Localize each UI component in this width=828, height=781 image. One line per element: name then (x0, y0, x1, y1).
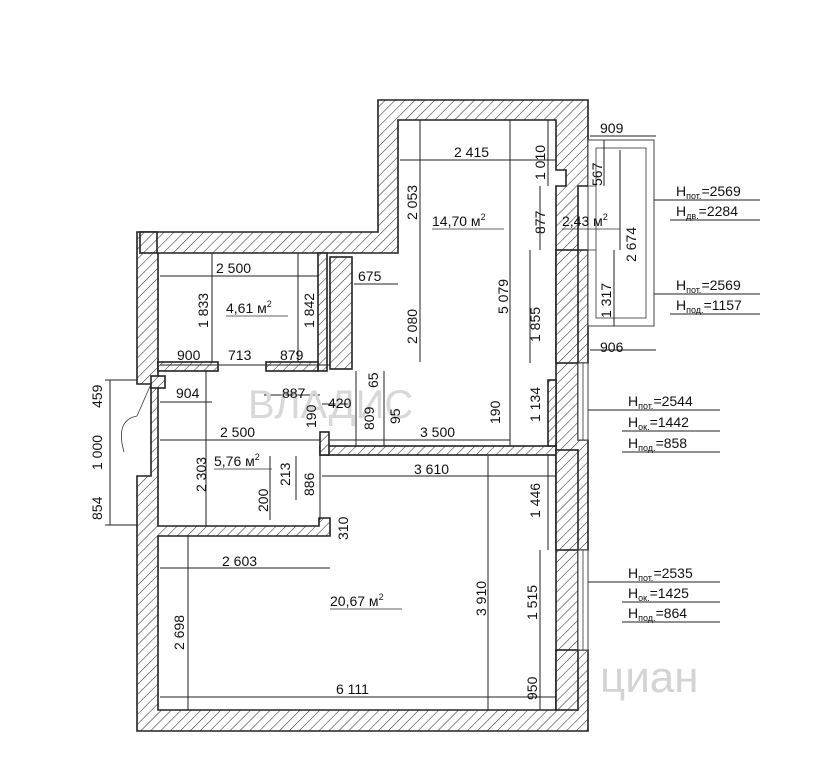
dim-1000: 1 000 (89, 435, 105, 470)
room-1-area: 14,70 м2 (432, 212, 486, 229)
bathroom-wall-bottom (157, 361, 219, 372)
dim-213: 213 (277, 462, 293, 486)
dim-2080: 2 080 (404, 309, 420, 344)
dim-1010: 1 010 (532, 145, 548, 180)
logo-watermark: ВЛАДИС (248, 383, 413, 427)
balcony-wall-1 (555, 249, 579, 364)
entrance-door-swing (121, 415, 138, 453)
dim-900: 900 (177, 347, 201, 363)
balcony-wall-3 (555, 649, 579, 711)
dim-879: 879 (280, 347, 304, 363)
partition-stub (319, 431, 330, 456)
dim-2674: 2 674 (623, 227, 639, 262)
svg-text:Нок.=1442: Нок.=1442 (628, 414, 689, 432)
height-note-2: Нпот.=2569 Нпод.=1157 (676, 277, 742, 315)
svg-text:Нок.=1425: Нок.=1425 (628, 585, 689, 603)
dim-2698: 2 698 (171, 615, 187, 650)
partition-room1-right (547, 379, 557, 447)
dim-5079: 5 079 (495, 279, 511, 314)
svg-text:Нпод.=858: Нпод.=858 (628, 435, 687, 453)
dim-854: 854 (89, 496, 105, 520)
dim-420: 420 (328, 395, 352, 411)
dim-200: 200 (255, 488, 271, 512)
height-note-1: Нпот.=2569 Ндв.=2284 (676, 183, 741, 221)
dim-950: 950 (524, 676, 540, 700)
dim-877: 877 (532, 210, 548, 234)
height-note-3: Нпот.=2544 Нок.=1442 Нпод.=858 (628, 393, 693, 453)
dim-1317: 1 317 (598, 283, 614, 318)
dim-190b: 190 (487, 400, 503, 424)
dim-310: 310 (335, 516, 351, 540)
cian-watermark: циан (600, 653, 699, 702)
dim-886: 886 (301, 472, 317, 496)
dim-1446: 1 446 (527, 483, 543, 518)
dim-1833: 1 833 (195, 293, 211, 328)
note-leaders (588, 199, 760, 623)
dim-1842: 1 842 (301, 293, 317, 328)
svg-text:Нпод.=864: Нпод.=864 (628, 605, 687, 623)
dim-909: 909 (600, 120, 624, 136)
svg-text:Нпот.=2535: Нпот.=2535 (628, 565, 693, 583)
hall-area: 5,76 м2 (214, 452, 260, 469)
room-3-area: 20,67 м2 (330, 592, 384, 609)
dim-2603: 2 603 (222, 553, 257, 569)
dim-2500-mid: 2 500 (220, 424, 255, 440)
dim-887: 887 (282, 385, 306, 401)
svg-text:Нпот.=2569: Нпот.=2569 (676, 277, 741, 295)
bathroom-wall-right (317, 252, 328, 372)
room-2-area: 4,61 м2 (226, 299, 272, 316)
dim-2303: 2 303 (193, 457, 209, 492)
hall-wall-bottom-left (150, 375, 166, 389)
dim-3610: 3 610 (414, 461, 449, 477)
svg-text:Ндв.=2284: Ндв.=2284 (676, 203, 738, 221)
bathroom-wall-bottom-2 (265, 361, 319, 372)
dim-2415: 2 415 (454, 144, 489, 160)
dim-1134: 1 134 (527, 387, 543, 422)
dim-809: 809 (361, 406, 377, 430)
dim-675: 675 (358, 268, 382, 284)
dim-1515: 1 515 (524, 585, 540, 620)
svg-text:Нпот.=2544: Нпот.=2544 (628, 393, 693, 411)
balcony-outline (587, 139, 655, 327)
dim-190a: 190 (303, 404, 319, 428)
dim-567: 567 (589, 162, 605, 186)
svg-text:Нпот.=2569: Нпот.=2569 (676, 183, 741, 201)
partition-hall-room (319, 445, 557, 456)
dim-2053: 2 053 (404, 185, 420, 220)
dim-1855: 1 855 (527, 307, 543, 342)
dimension-lines (105, 120, 656, 710)
dim-3500: 3 500 (420, 424, 455, 440)
dim-904: 904 (176, 385, 200, 401)
dim-906: 906 (600, 339, 624, 355)
corridor-wall-top (139, 231, 158, 254)
height-note-4: Нпот.=2535 Нок.=1425 Нпод.=864 (628, 565, 693, 623)
balcony-area: 2,43 м2 (562, 212, 608, 229)
dim-95: 95 (387, 408, 403, 424)
balcony-inner (595, 147, 647, 319)
svg-text:Нпод.=1157: Нпод.=1157 (676, 297, 742, 315)
dim-2500-top: 2 500 (216, 260, 251, 276)
dim-459: 459 (89, 384, 105, 408)
shaft (329, 256, 353, 370)
balcony-wall-2 (555, 449, 579, 551)
dim-3910: 3 910 (473, 581, 489, 616)
dim-6111: 6 111 (336, 681, 369, 697)
dim-713: 713 (228, 347, 252, 363)
dim-65: 65 (365, 372, 381, 388)
